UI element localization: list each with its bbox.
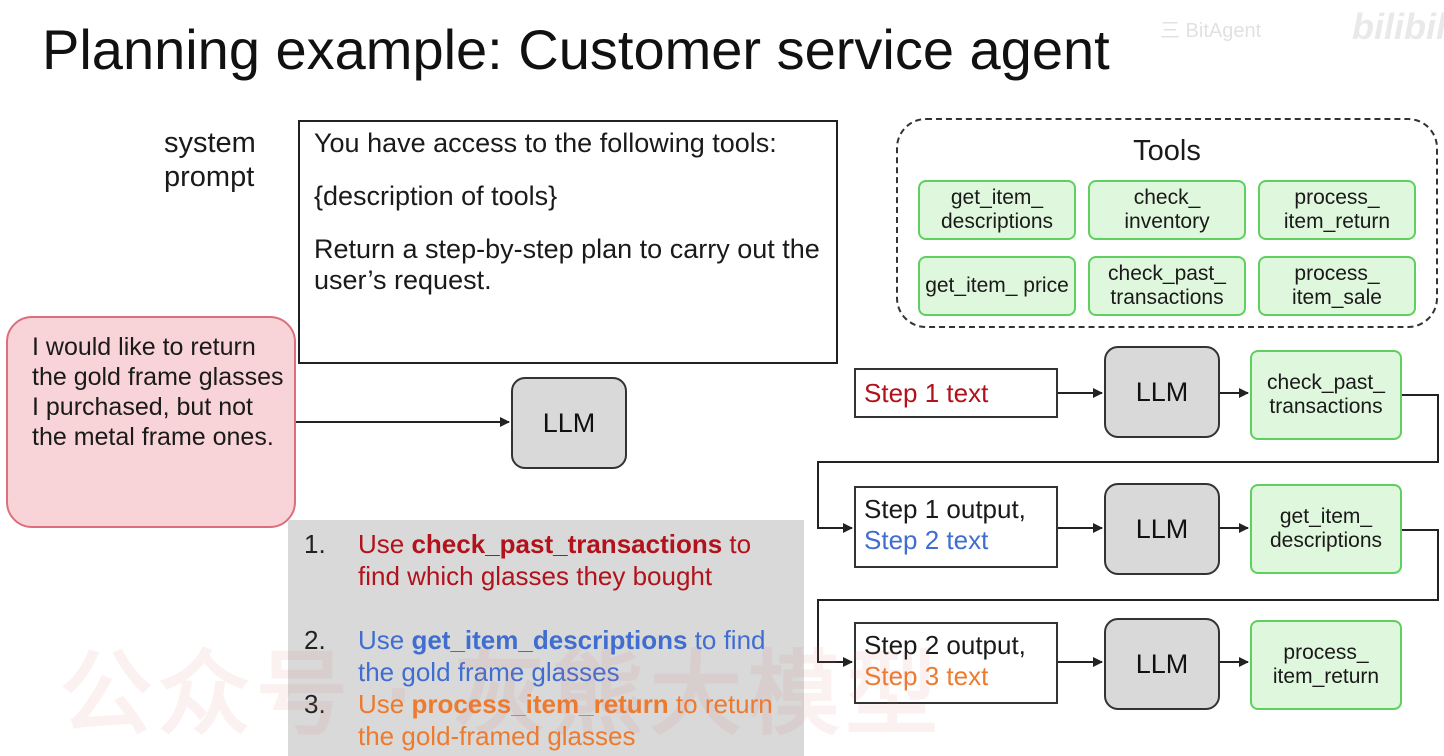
llm-step-2: LLM [1104, 483, 1220, 575]
plan-pre: Use [358, 689, 412, 719]
plan-tool: check_past_transactions [411, 529, 723, 559]
step-1-input-box: Step 1 text [854, 368, 1058, 418]
step-1-text: Step 1 text [864, 377, 989, 408]
page-title: Planning example: Customer service agent [42, 18, 1110, 81]
tool-get-item-price: get_item_ price [918, 256, 1076, 316]
llm-step-3-label: LLM [1135, 648, 1189, 679]
plan-post: to return the gold-framed glasses [358, 689, 773, 751]
plan-item-number: 1. [304, 529, 326, 559]
system-prompt-line-2: {description of tools} [314, 181, 558, 211]
system-prompt-box: You have access to the following tools: … [298, 120, 838, 364]
llm-step-1: LLM [1104, 346, 1220, 438]
llm-step-1-label: LLM [1135, 376, 1189, 407]
tools-container [896, 118, 1438, 328]
plan-post: to find the gold frame glasses [358, 625, 766, 687]
step-2-tool: get_item_ descriptions [1250, 484, 1402, 574]
plan-item-number: 3. [304, 689, 326, 719]
step-1-tool-label: check_past_ transactions [1267, 371, 1385, 418]
tool-get-item-descriptions: get_item_ descriptions [918, 180, 1076, 240]
tool-label: check_ inventory [1124, 186, 1210, 233]
tool-label: get_item_ descriptions [940, 186, 1054, 233]
step-2-output-text: Step 2 output, [864, 630, 1026, 660]
tool-check-inventory: check_ inventory [1088, 180, 1246, 240]
step-3-tool: process_ item_return [1250, 620, 1402, 710]
plan-tool: process_item_return [411, 689, 669, 719]
tool-label: check_past_ transactions [1108, 262, 1226, 309]
llm-planner-label: LLM [542, 407, 596, 438]
plan-post: to find which glasses they bought [358, 529, 752, 591]
step-3-text: Step 3 text [864, 661, 989, 691]
tool-label: get_item_ price [925, 274, 1069, 297]
tools-title: Tools [1133, 135, 1201, 167]
llm-step-2-label: LLM [1135, 513, 1189, 544]
tool-label: process_ item_return [1283, 186, 1391, 233]
step-2-text: Step 2 text [864, 525, 989, 555]
user-request-box: I would like to return the gold frame gl… [6, 316, 296, 528]
plan-item-text: Use process_item_return to return the go… [358, 688, 798, 752]
user-request-text: I would like to return the gold frame gl… [32, 333, 284, 451]
plan-box: 1. Use check_past_transactions to find w… [288, 520, 804, 756]
watermark: 公众号 · 灰熊大模型 [60, 644, 944, 746]
llm-planner: LLM [511, 377, 627, 469]
tool-process-item-return: process_ item_return [1258, 180, 1416, 240]
plan-item-number: 2. [304, 625, 326, 655]
step-3-input-box: Step 2 output, Step 3 text [854, 622, 1058, 704]
plan-pre: Use [358, 625, 412, 655]
system-prompt-line-1: You have access to the following tools: [314, 128, 777, 158]
step-2-input-box: Step 1 output, Step 2 text [854, 486, 1058, 568]
arrow-wrap-1 [817, 394, 1439, 533]
step-1-output-text: Step 1 output, [864, 494, 1026, 524]
plan-pre: Use [358, 529, 412, 559]
tool-check-past-transactions: check_past_ transactions [1088, 256, 1246, 316]
llm-step-3: LLM [1104, 618, 1220, 710]
system-prompt-label: system prompt [164, 126, 284, 194]
corner-watermark: 三 BitAgent [1160, 20, 1262, 42]
step-2-tool-label: get_item_ descriptions [1269, 505, 1383, 552]
step-3-tool-label: process_ item_return [1272, 641, 1380, 688]
step-1-tool: check_past_ transactions [1250, 350, 1402, 440]
bilibili-logo: bilibili [1352, 6, 1444, 47]
system-prompt-label-text: system prompt [164, 127, 256, 193]
plan-item-text: Use get_item_descriptions to find the go… [358, 624, 798, 688]
plan-item-text: Use check_past_transactions to find whic… [358, 528, 798, 592]
system-prompt-line-3: Return a step-by-step plan to carry out … [314, 234, 820, 295]
tool-process-item-sale: process_ item_sale [1258, 256, 1416, 316]
tool-label: process_ item_sale [1292, 262, 1382, 309]
arrow-wrap-2 [817, 529, 1439, 667]
plan-tool: get_item_descriptions [411, 625, 688, 655]
